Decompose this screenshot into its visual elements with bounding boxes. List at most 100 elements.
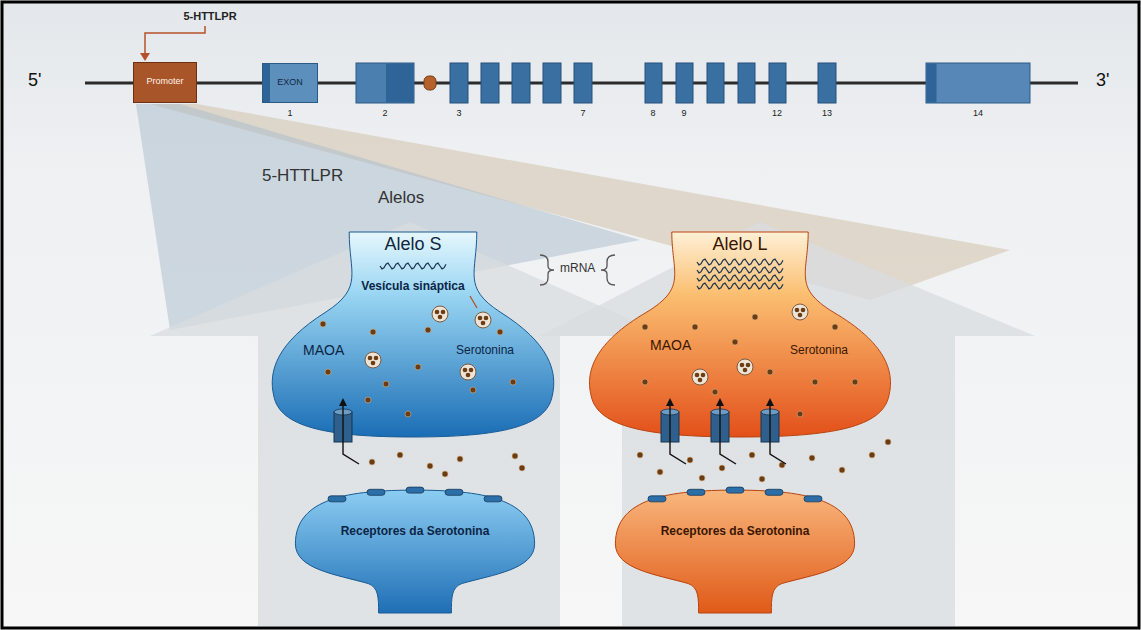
strand-end: 5' (28, 70, 41, 91)
receptor-label: Receptores da Serotonina (341, 525, 490, 539)
serotonin-dot (371, 361, 376, 366)
serotonin-label: Serotonina (790, 344, 848, 358)
serotonin-dot (470, 387, 476, 393)
serotonin-dot (642, 324, 648, 330)
serotonin-transporter (711, 398, 736, 464)
exon-box (512, 63, 530, 103)
serotonin-dot (712, 389, 718, 395)
exon-number: 3 (456, 108, 461, 118)
serotonin-dot (441, 310, 446, 315)
serotonin-dot (812, 379, 818, 385)
postsynaptic-terminal: Receptores da Serotonina (285, 485, 545, 613)
serotonin-dot (637, 452, 643, 458)
presynaptic-terminal-shape (590, 232, 891, 437)
reuptake-arrow (670, 404, 686, 464)
serotonin-dot (797, 411, 803, 417)
brace (601, 255, 615, 285)
reuptake-arrowhead (339, 398, 347, 406)
serotonin-dot (425, 327, 431, 333)
serotonin-dot (466, 373, 471, 378)
serotonin-dot (695, 373, 700, 378)
receptor-label: Receptores da Serotonina (661, 525, 810, 539)
receptor (687, 489, 705, 495)
synaptic-vesicle (792, 304, 808, 320)
reuptake-arrow (720, 404, 736, 464)
serotonin-dot (438, 315, 443, 320)
serotonin-dot (699, 475, 705, 481)
exon-shade (386, 64, 414, 103)
presynaptic-terminal-outline (268, 232, 558, 437)
vesicle-membrane (737, 359, 753, 375)
mrna-label: mRNA (560, 262, 595, 276)
serotonin-dot (732, 339, 738, 345)
exon-box (926, 63, 1030, 103)
serotonin-dot (832, 324, 838, 330)
allele-name: Alelo L (712, 234, 767, 255)
serotonin-dot (325, 369, 331, 375)
exon-shade (263, 64, 270, 102)
serotonin-dot (740, 363, 745, 368)
strand-end: 3' (1096, 70, 1109, 91)
serotonin-dot (809, 455, 815, 461)
mrna-strand (697, 267, 783, 273)
presynaptic-terminal: Alelo SVesícula sinápticaMAOASerotonina (268, 232, 558, 437)
allele-name: Alelo S (384, 234, 441, 255)
exon-number: 7 (580, 108, 585, 118)
serotonin-dot (469, 368, 474, 373)
serotonin-label: Serotonina (456, 344, 514, 358)
serotonin-dot (497, 329, 503, 335)
cleft-serotonin (369, 439, 891, 482)
leader-arrowhead (140, 53, 150, 61)
receptor (484, 496, 502, 502)
exon-box (481, 63, 499, 103)
exon-box (676, 63, 693, 103)
serotonin-dot (405, 411, 411, 417)
receptor (765, 489, 783, 495)
serotonin-dot (752, 314, 758, 320)
receptor (328, 496, 346, 502)
reuptake-arrowhead (766, 398, 774, 406)
serotonin-dot (701, 373, 706, 378)
serotonin-dot (435, 310, 440, 315)
serotonin-dot (743, 368, 748, 373)
postsynaptic-terminal-shape (615, 490, 854, 613)
serotonin-dot (795, 308, 800, 313)
serotonin-dot (463, 368, 468, 373)
exon-number: 14 (973, 108, 983, 118)
serotonin-dot (519, 465, 525, 471)
serotonin-dot (427, 463, 433, 469)
leader-line (145, 26, 205, 54)
serotonin-dot (368, 356, 373, 361)
enzyme-label: MAOA (650, 337, 691, 353)
serotonin-dot (484, 316, 489, 321)
exon-label: EXON (277, 77, 303, 87)
leader-line (470, 296, 477, 308)
mrna-strand (380, 263, 446, 269)
exon-box (645, 63, 662, 103)
vesicle-membrane (475, 312, 491, 328)
receptor (726, 487, 744, 493)
vesicle-membrane (365, 352, 381, 368)
serotonin-dot (512, 453, 518, 459)
synaptic-vesicle (475, 312, 491, 328)
exon-box: EXON (262, 63, 318, 103)
serotonin-dot (369, 459, 375, 465)
presynaptic-terminal: Alelo L MAOA Serotonina (585, 232, 895, 437)
serotonin-dot (457, 456, 463, 462)
synaptic-vesicle (365, 352, 381, 368)
reuptake-arrowhead (666, 398, 674, 406)
exon-number: 12 (772, 108, 782, 118)
serotonin-dot (749, 452, 755, 458)
promoter-box: Promoter (133, 62, 197, 103)
brace (540, 255, 554, 285)
exon-box (769, 63, 786, 103)
serotonin-dot (759, 476, 765, 482)
synaptic-vesicle (432, 306, 448, 322)
serotonin-dot (746, 363, 751, 368)
exon-box (738, 63, 755, 103)
mrna-strand (697, 275, 783, 281)
exon-number: 13 (822, 108, 832, 118)
vesicle-membrane (692, 369, 708, 385)
serotonin-dot (839, 467, 845, 473)
